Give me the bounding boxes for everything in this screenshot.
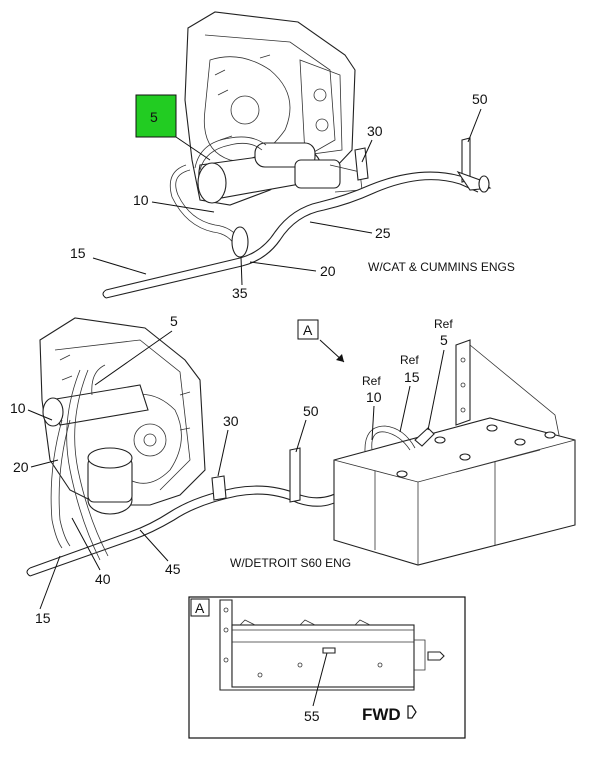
middle-view: A 5 10 20 30 50 40 45 15 Ref 10 Ref 15 R… [10,313,576,626]
battery-box-top-view [219,599,445,691]
cable-clamp-top [231,226,249,258]
detail-marker-a: A [195,600,205,616]
view-marker-a: A [303,322,313,338]
callout-10-middle: 10 [10,400,26,416]
callout-30-middle: 30 [223,413,239,429]
callout-5-top: 5 [150,109,158,125]
callout-35-top: 35 [232,285,248,301]
callout-5-middle: 5 [170,313,178,329]
ref-number: 15 [404,369,420,385]
starter-motor-middle [42,384,149,515]
callout-20-top: 20 [320,263,336,279]
callout-50-middle: 50 [303,403,319,419]
ref-label: Ref [400,353,419,367]
bracket-50-top [456,137,492,193]
callout-15-top: 15 [70,245,86,261]
ref-label: Ref [362,374,381,388]
starter-motor-top [197,142,363,204]
highlight-callout-box [135,94,177,138]
detail-view-a: A 55 FWD [188,596,466,739]
leader-5-top [175,136,211,161]
ref-number: 10 [366,389,382,405]
callout-20-middle: 20 [13,459,29,475]
bracket-30-middle [211,475,227,501]
callout-55-detail: 55 [304,708,320,724]
ref-number: 5 [440,332,448,348]
callout-10-top: 10 [133,192,149,208]
fwd-label: FWD [362,705,401,724]
callout-45-middle: 45 [165,561,181,577]
battery-cables-middle [26,364,347,577]
caption-top-view: W/CAT & CUMMINS ENGS [368,260,515,274]
callout-25-top: 25 [375,225,391,241]
callout-40-middle: 40 [95,571,111,587]
caption-middle-view: W/DETROIT S60 ENG [230,556,351,570]
callout-30-top: 30 [367,123,383,139]
battery-cables-top [102,136,479,299]
ref-label: Ref [434,317,453,331]
battery-box [333,339,576,566]
callout-15-middle: 15 [35,610,51,626]
view-marker-box [297,319,319,340]
detail-marker-box [190,598,210,617]
bracket-50-middle [289,447,301,503]
detail-frame [188,596,466,739]
fwd-arrow-icon [407,705,417,719]
callout-50-top: 50 [472,91,488,107]
top-view: 5 50 30 10 25 15 20 35 W/CAT & CUMMINS E… [70,11,515,301]
